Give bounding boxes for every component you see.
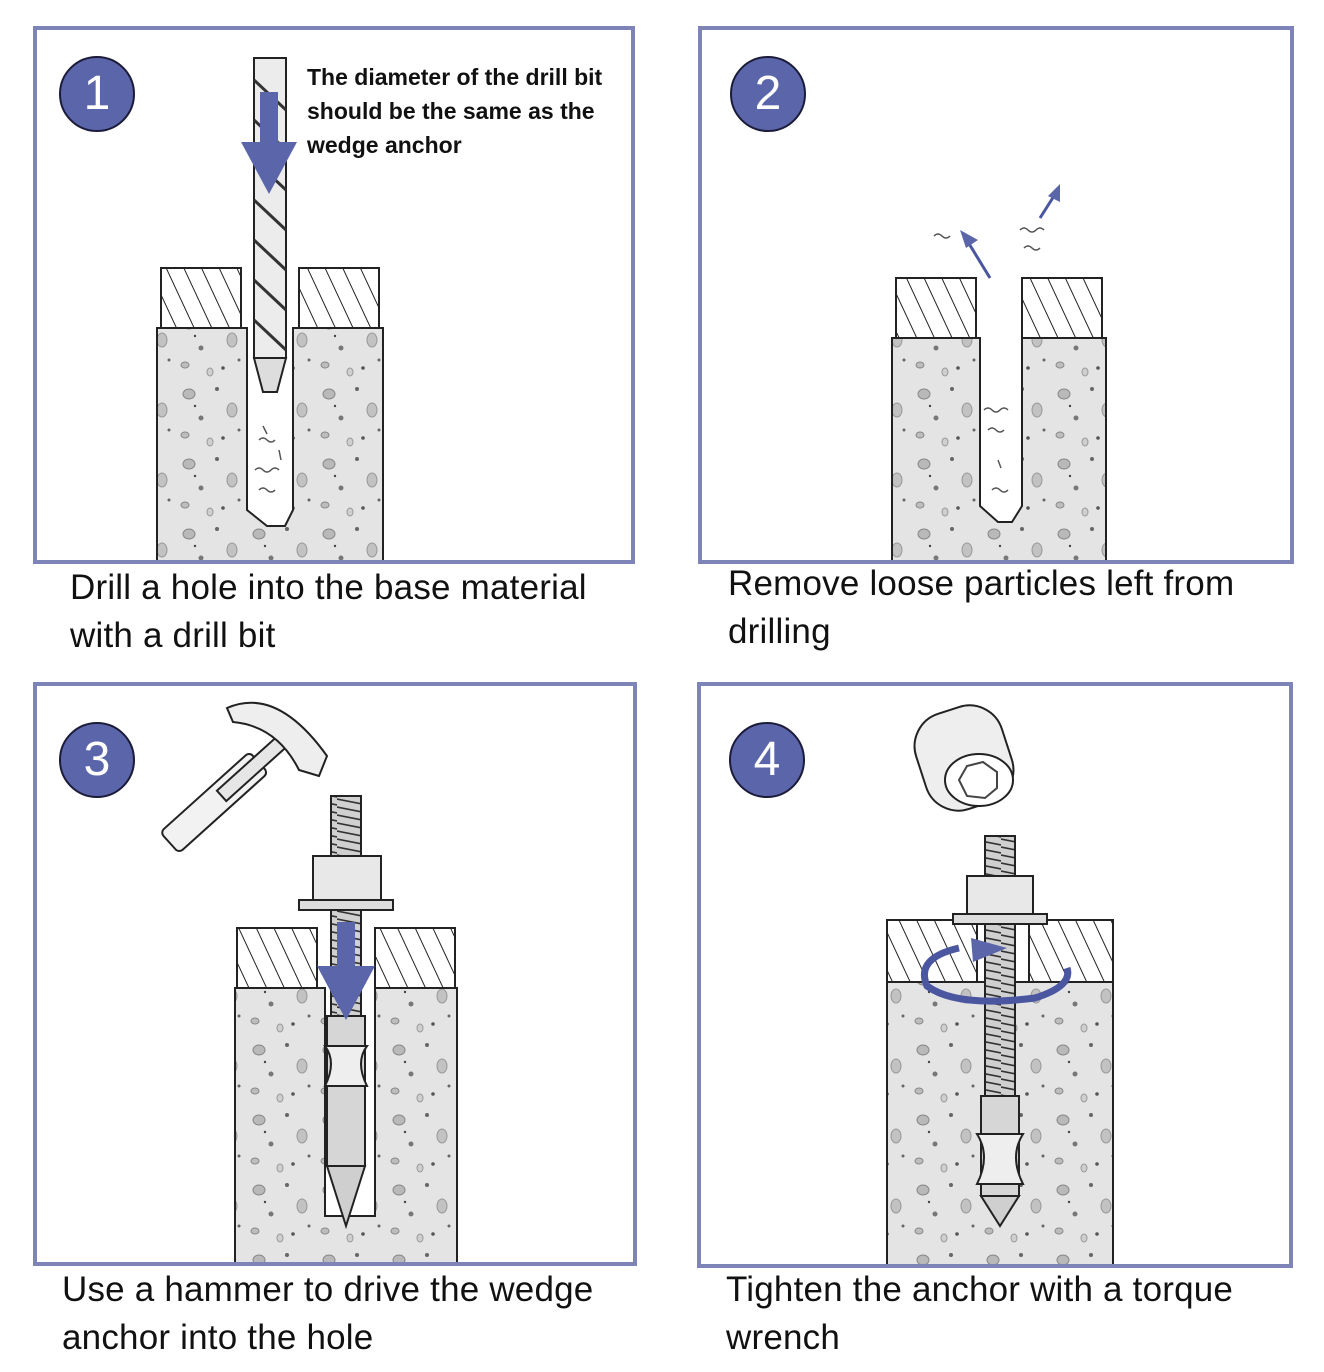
step-2-panel: 2 (698, 26, 1294, 564)
caption-line: Tighten the anchor with a torque (726, 1270, 1234, 1309)
base-plate-left (236, 927, 318, 991)
torque-wrench-socket-icon (913, 704, 1015, 812)
caption-line: anchor into the hole (62, 1318, 374, 1357)
step-3-panel: 3 (33, 682, 637, 1266)
caption-line: Use a hammer to drive the wedge (62, 1270, 594, 1309)
base-plate-left (160, 267, 242, 331)
upward-arrow-icon (960, 184, 1060, 279)
step-3-caption: Use a hammer to drive the wedge anchor i… (62, 1266, 593, 1362)
step-badge: 3 (59, 722, 135, 798)
hammer-icon (161, 701, 329, 853)
note-line: wedge anchor (307, 132, 462, 158)
base-plate-right (1021, 277, 1103, 341)
caption-line: wrench (726, 1318, 841, 1357)
step-2-caption: Remove loose particles left from drillin… (728, 560, 1234, 656)
step-badge: 2 (730, 56, 806, 132)
step-3-illustration (161, 701, 458, 1262)
wedge-anchor (298, 795, 394, 1230)
wedge-anchor (952, 835, 1048, 1228)
rotate-arrow-icon (920, 938, 1072, 1005)
caption-line: Remove loose particles left from (728, 564, 1235, 603)
step-badge: 1 (59, 56, 135, 132)
base-plate-left (895, 277, 977, 341)
base-plate-left (886, 919, 978, 985)
step-2-illustration (891, 184, 1107, 560)
step-4-panel: 4 (697, 682, 1293, 1268)
dust-particles (254, 425, 282, 493)
concrete-block (156, 327, 384, 560)
dust-particles (933, 227, 1045, 493)
caption-line: with a drill bit (70, 616, 276, 655)
concrete-block (234, 987, 458, 1262)
downward-arrow-icon (317, 922, 375, 1020)
step-4-caption: Tighten the anchor with a torque wrench (726, 1266, 1233, 1362)
step-4-illustration (886, 704, 1114, 1264)
note-line: The diameter of the drill bit (307, 64, 603, 90)
base-plate-right (374, 927, 456, 991)
step-1-panel: 1 The diameter of the drill bit should b… (33, 26, 635, 564)
step-badge: 4 (729, 722, 805, 798)
note-line: should be the same as the (307, 98, 595, 124)
drill-bit-note: The diameter of the drill bit should be … (307, 60, 602, 162)
base-plate-right (298, 267, 380, 331)
downward-arrow-icon (241, 92, 297, 194)
caption-line: drilling (728, 612, 831, 651)
concrete-block (891, 337, 1107, 560)
step-1-illustration (156, 57, 384, 560)
caption-line: Drill a hole into the base material (70, 568, 587, 607)
step-1-caption: Drill a hole into the base material with… (70, 564, 587, 660)
